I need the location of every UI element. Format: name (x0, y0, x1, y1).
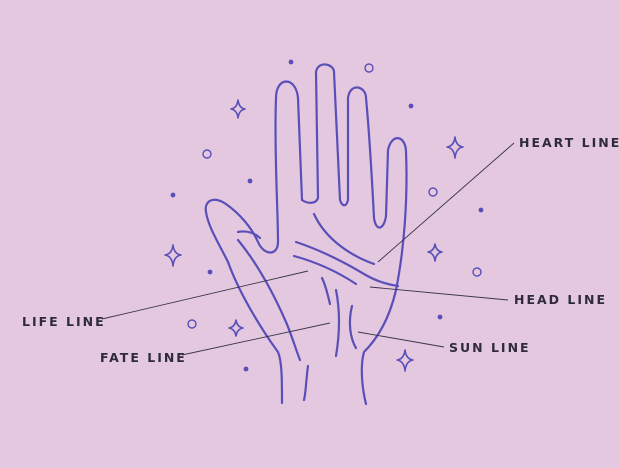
sparkle-icon (396, 349, 414, 372)
sun-line (348, 304, 358, 350)
dot-icon (243, 366, 249, 372)
sparkle-icon (164, 244, 182, 267)
dot-icon (288, 59, 294, 65)
ring-icon (364, 63, 374, 73)
fate-line-leader (181, 322, 331, 356)
heart-line-leader (377, 142, 515, 263)
life-line-branch (236, 230, 262, 240)
hand-outline (204, 63, 408, 406)
life-line (236, 238, 302, 362)
fate-line-lower (334, 288, 341, 358)
life-line-label: LIFE LINE (22, 314, 106, 329)
heart-line-label: HEART LINE (519, 135, 620, 150)
dot-icon (437, 314, 443, 320)
thumb-crease (302, 364, 310, 402)
head-line-leader (369, 286, 509, 301)
sparkle-icon (446, 136, 464, 159)
sparkle-icon (230, 99, 246, 119)
fate-line (320, 276, 332, 306)
dot-icon (207, 269, 213, 275)
ring-icon (202, 149, 212, 159)
sun-line-leader (357, 331, 445, 348)
ring-icon (187, 319, 197, 329)
ring-icon (428, 187, 438, 197)
heart-line-upper (312, 212, 376, 266)
life-line-leader (101, 270, 309, 320)
head-line (292, 254, 358, 286)
sun-line-label: SUN LINE (449, 340, 531, 355)
ring-icon (472, 267, 482, 277)
sparkle-icon (427, 243, 443, 262)
heart-line (294, 240, 400, 288)
sparkle-icon (228, 319, 244, 337)
dot-icon (408, 103, 414, 109)
dot-icon (170, 192, 176, 198)
dot-icon (247, 178, 253, 184)
fate-line-label: FATE LINE (100, 350, 187, 365)
dot-icon (478, 207, 484, 213)
head-line-label: HEAD LINE (514, 292, 608, 307)
